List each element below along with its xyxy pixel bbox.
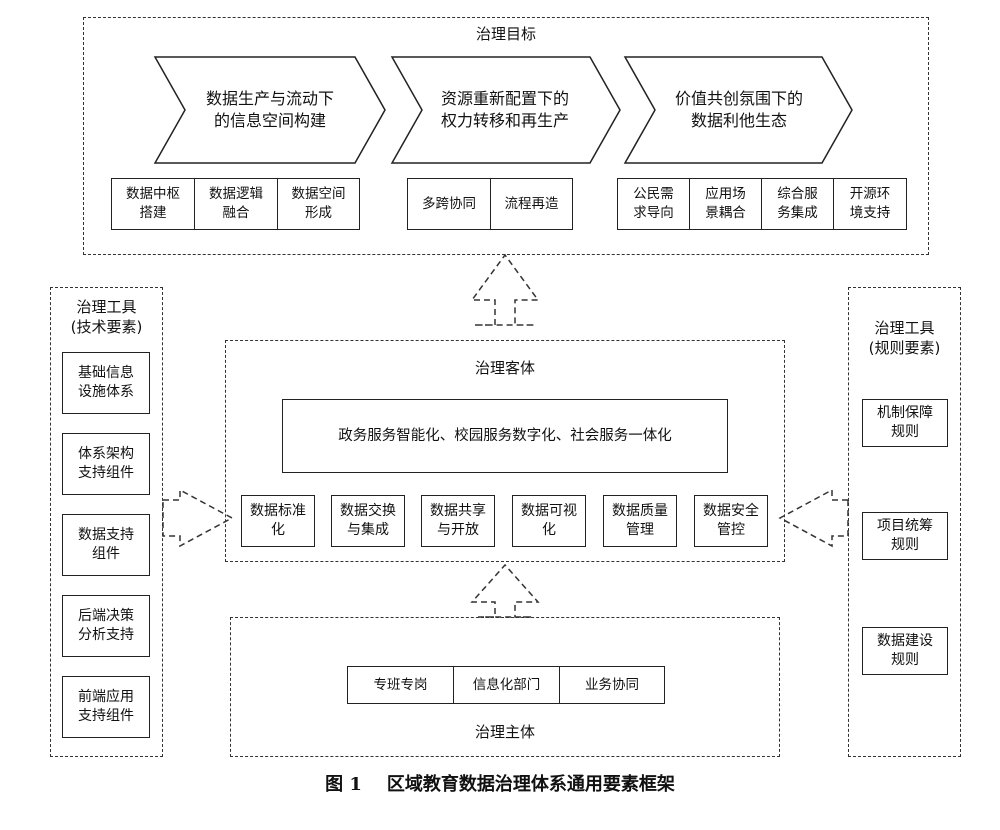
rule-tool-item: 项目统筹 规则 bbox=[862, 512, 948, 560]
subject-row: 专班专岗 信息化部门 业务协同 bbox=[347, 666, 665, 704]
rule-tool-item: 机制保障 规则 bbox=[862, 399, 948, 447]
object-banner: 政务服务智能化、校园服务数字化、社会服务一体化 bbox=[282, 399, 728, 473]
object-item: 数据质量 管理 bbox=[603, 495, 677, 547]
object-item: 数据安全 管控 bbox=[694, 495, 768, 547]
tech-tool-item: 数据支持 组件 bbox=[62, 514, 150, 576]
arrow-from-tech-tools bbox=[162, 488, 234, 548]
object-item: 数据共享 与开放 bbox=[421, 495, 495, 547]
chevron-1-label: 数据生产与流动下 的信息空间构建 bbox=[205, 89, 334, 130]
tech-tool-item: 基础信息 设施体系 bbox=[62, 352, 150, 414]
tech-tools-title: 治理工具 (技术要素) bbox=[70, 298, 143, 336]
rule-tools-title: 治理工具 (规则要素) bbox=[868, 319, 941, 357]
subject-title: 治理主体 bbox=[474, 723, 535, 741]
subject-item: 专班专岗 bbox=[348, 667, 454, 703]
goals-title: 治理目标 bbox=[475, 25, 536, 43]
object-title: 治理客体 bbox=[474, 359, 535, 377]
object-panel bbox=[225, 340, 785, 562]
object-item: 数据标准 化 bbox=[241, 495, 315, 547]
goal-item: 开源环 境支持 bbox=[849, 186, 891, 221]
rule-tool-item: 数据建设 规则 bbox=[862, 627, 948, 675]
subject-panel bbox=[230, 617, 780, 757]
goal-item: 数据中枢 搭建 bbox=[112, 179, 195, 229]
goals-panel bbox=[83, 17, 929, 255]
goals-group-2: 多跨协同 流程再造 bbox=[407, 178, 573, 230]
chevron-2-label: 资源重新配置下的 权力转移和再生产 bbox=[440, 89, 569, 130]
arrow-to-object bbox=[470, 563, 540, 618]
goal-item: 流程再造 bbox=[504, 195, 559, 212]
object-item: 数据交换 与集成 bbox=[331, 495, 405, 547]
chevron-1 bbox=[153, 56, 386, 164]
tech-tool-item: 前端应用 支持组件 bbox=[62, 676, 150, 738]
figure-caption: 图 1 区域教育数据治理体系通用要素框架 bbox=[325, 774, 675, 795]
goals-group-3: 公民需 求导向 应用场 景耦合 综合服 务集成 开源环 境支持 bbox=[617, 178, 907, 230]
object-item: 数据可视 化 bbox=[512, 495, 586, 547]
chevron-3-label: 价值共创氛围下的 数据利他生态 bbox=[674, 89, 803, 130]
subject-item: 业务协同 bbox=[585, 676, 639, 693]
goal-item: 综合服 务集成 bbox=[762, 179, 834, 229]
goal-item: 数据空间 形成 bbox=[291, 186, 346, 221]
tech-tool-item: 体系架构 支持组件 bbox=[62, 433, 150, 495]
rule-tools-panel bbox=[848, 287, 961, 757]
arrow-from-rule-tools bbox=[778, 488, 849, 548]
goal-item: 多跨协同 bbox=[408, 179, 491, 229]
goal-item: 公民需 求导向 bbox=[618, 179, 690, 229]
chevron-3 bbox=[623, 56, 853, 164]
subject-item: 信息化部门 bbox=[454, 667, 560, 703]
goal-item: 数据逻辑 融合 bbox=[195, 179, 278, 229]
tech-tools-panel bbox=[50, 287, 163, 757]
goal-item: 应用场 景耦合 bbox=[690, 179, 762, 229]
chevron-2 bbox=[390, 56, 621, 164]
arrow-to-goals bbox=[470, 253, 540, 326]
goals-group-1: 数据中枢 搭建 数据逻辑 融合 数据空间 形成 bbox=[111, 178, 360, 230]
tech-tool-item: 后端决策 分析支持 bbox=[62, 595, 150, 657]
